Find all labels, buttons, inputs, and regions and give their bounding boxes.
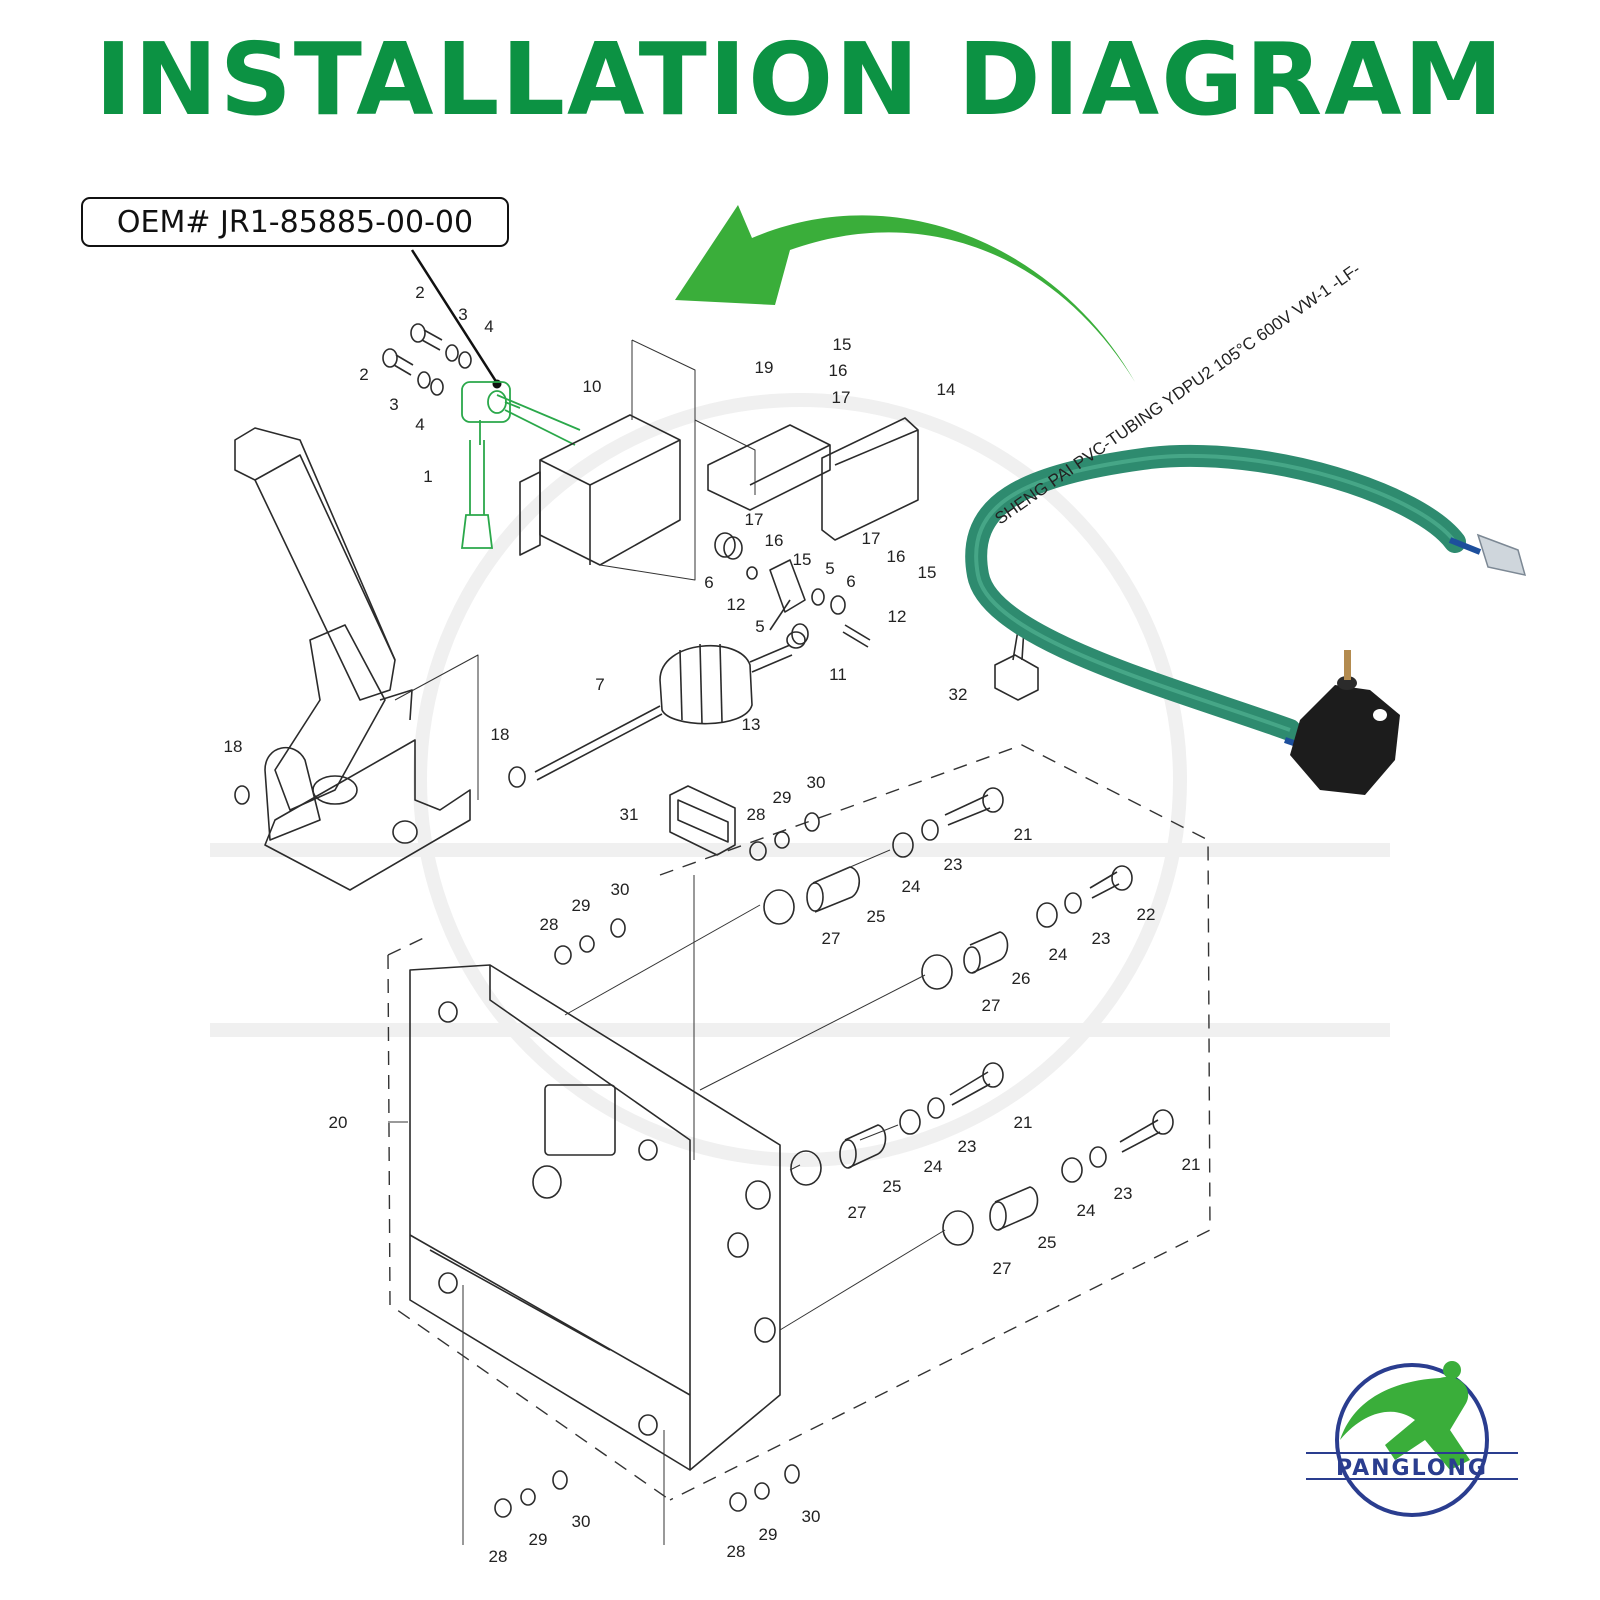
accelerator-pedal xyxy=(234,427,479,891)
callout-c30d: 30 xyxy=(802,1507,821,1526)
callout-c24a: 24 xyxy=(902,877,921,896)
bracket-10 xyxy=(519,339,696,581)
callout-c2b: 2 xyxy=(359,365,368,384)
callout-c29d: 29 xyxy=(759,1525,778,1544)
callout-c5a: 5 xyxy=(825,559,834,578)
panglong-logo: PANGLONG xyxy=(1306,1361,1518,1517)
callout-c14: 14 xyxy=(937,380,956,399)
callout-c28b: 28 xyxy=(540,915,559,934)
callout-c25b: 25 xyxy=(883,1177,902,1196)
cable-print: SHENG PAI PVC-TUBING YDPU2 105°C 600V VW… xyxy=(991,260,1363,529)
oem-leader-line xyxy=(410,249,499,384)
callout-c28d: 28 xyxy=(727,1542,746,1561)
callout-c4a: 4 xyxy=(484,317,493,336)
callout-c30a: 30 xyxy=(807,773,826,792)
callout-c23c: 23 xyxy=(958,1137,977,1156)
replacement-sensor-cable: SHENG PAI PVC-TUBING YDPU2 105°C 600V VW… xyxy=(965,260,1527,795)
callout-c28a: 28 xyxy=(747,805,766,824)
callout-c19: 19 xyxy=(755,358,774,377)
callout-c4b: 4 xyxy=(415,415,424,434)
callout-c13: 13 xyxy=(742,715,761,734)
callout-c17b: 17 xyxy=(745,510,764,529)
callout-c24d: 24 xyxy=(1077,1201,1096,1220)
callout-c31: 31 xyxy=(620,805,639,824)
callout-c27d: 27 xyxy=(993,1259,1012,1278)
callout-c15b: 15 xyxy=(793,550,812,569)
callout-c12b: 12 xyxy=(888,607,907,626)
callout-c27c: 27 xyxy=(848,1203,867,1222)
callout-c26: 26 xyxy=(1012,969,1031,988)
callout-c28c: 28 xyxy=(489,1547,508,1566)
callout-c25a: 25 xyxy=(867,907,886,926)
callout-c29c: 29 xyxy=(529,1530,548,1549)
callout-c27b: 27 xyxy=(982,996,1001,1015)
callout-c30b: 30 xyxy=(611,880,630,899)
callout-c7: 7 xyxy=(595,675,604,694)
callout-c16a: 16 xyxy=(829,361,848,380)
callout-c21a: 21 xyxy=(1014,825,1033,844)
callout-c1: 1 xyxy=(423,467,432,486)
gasket-31 xyxy=(669,785,736,856)
callout-c18b: 18 xyxy=(491,725,510,744)
callout-c10: 10 xyxy=(583,377,602,396)
callout-c27a: 27 xyxy=(822,929,841,948)
callout-c23a: 23 xyxy=(944,855,963,874)
connector-plug-icon xyxy=(1476,533,1527,576)
callout-c29b: 29 xyxy=(572,896,591,915)
sensor-body-icon xyxy=(1290,685,1400,795)
callout-c11: 11 xyxy=(829,665,847,684)
callout-c6b: 6 xyxy=(846,572,855,591)
golfer-logo-icon xyxy=(1340,1361,1470,1470)
callout-c3b: 3 xyxy=(389,395,398,414)
callout-c25c: 25 xyxy=(1038,1233,1057,1252)
callout-c21b: 21 xyxy=(1014,1113,1033,1132)
bracket-19-14 xyxy=(694,417,919,541)
oem-part-number-box: OEM# JR1-85885-00-00 xyxy=(81,197,509,247)
callout-c23b: 23 xyxy=(1092,929,1111,948)
page-title: INSTALLATION DIAGRAM xyxy=(94,21,1506,138)
callout-c21c: 21 xyxy=(1182,1155,1201,1174)
brand-name: PANGLONG xyxy=(1336,1456,1488,1481)
watermark xyxy=(210,393,1390,1167)
callout-c24c: 24 xyxy=(924,1157,943,1176)
controller-outline xyxy=(387,744,1211,1501)
callout-c32: 32 xyxy=(949,685,968,704)
assembly-axis-lines xyxy=(388,849,946,1545)
callout-c23d: 23 xyxy=(1114,1184,1133,1203)
callout-c30c: 30 xyxy=(572,1512,591,1531)
callout-c15a: 15 xyxy=(833,335,852,354)
callout-c2a: 2 xyxy=(415,283,424,302)
callout-c16b: 16 xyxy=(765,531,784,550)
callout-c12a: 12 xyxy=(727,595,746,614)
callout-c18a: 18 xyxy=(224,737,243,756)
callout-c3a: 3 xyxy=(458,305,467,324)
oem-part-number: OEM# JR1-85885-00-00 xyxy=(116,204,474,240)
upper-fasteners xyxy=(382,323,472,396)
callout-c16c: 16 xyxy=(887,547,906,566)
callout-c17c: 17 xyxy=(862,529,881,548)
callout-c20: 20 xyxy=(329,1113,348,1132)
boot-and-rod xyxy=(508,631,806,788)
callout-c5b: 5 xyxy=(755,617,764,636)
linkage-small-parts xyxy=(714,532,871,648)
callout-c15c: 15 xyxy=(918,563,937,582)
callout-c6a: 6 xyxy=(704,573,713,592)
callout-c17a: 17 xyxy=(832,388,851,407)
oem-leader-dot xyxy=(492,379,502,389)
callout-c22: 22 xyxy=(1137,905,1156,924)
callout-c24b: 24 xyxy=(1049,945,1068,964)
throttle-sensor-part-highlight xyxy=(460,381,581,549)
mounting-hardware xyxy=(494,787,1174,1518)
curved-arrow-icon xyxy=(675,205,1135,382)
controller-20 xyxy=(409,964,781,1471)
callout-c29a: 29 xyxy=(773,788,792,807)
